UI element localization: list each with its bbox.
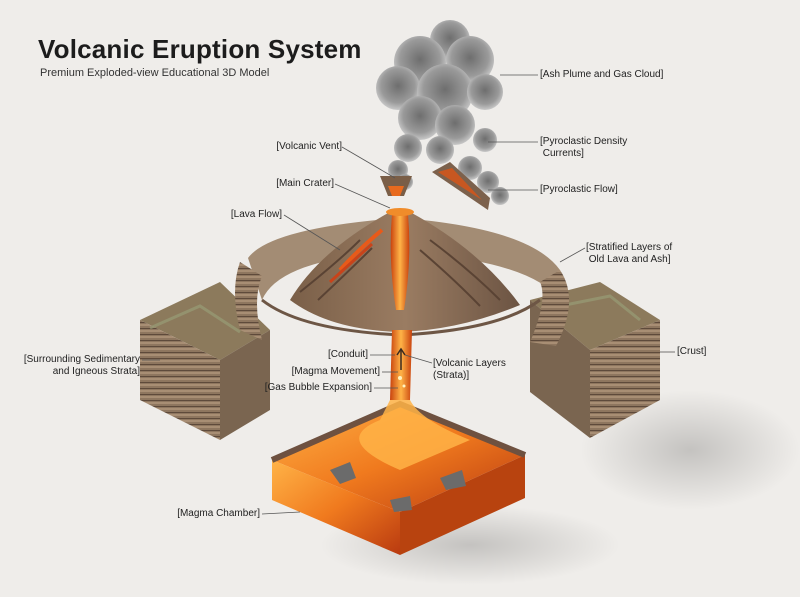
stratified-ring	[235, 218, 570, 346]
label-lava-flow: [Lava Flow]	[230, 209, 282, 220]
leader-lines	[142, 74, 675, 515]
label-main-crater: [Main Crater]	[276, 178, 334, 189]
label-conduit: [Conduit]	[327, 349, 368, 360]
ash-plume-smoke	[376, 20, 509, 205]
main-crater	[386, 208, 414, 216]
label-stratified-layers: [Stratified Layers of Old Lava and Ash]	[586, 242, 673, 265]
lava-flow-stream	[390, 214, 410, 310]
label-pyroclastic-density: [Pyroclastic Density Currents]	[540, 136, 628, 159]
magma-chamber-block	[270, 400, 527, 555]
page-title: Volcanic Eruption System	[38, 34, 362, 64]
label-pyroclastic-flow: [Pyroclastic Flow]	[540, 184, 618, 195]
label-magma-movement: [Magma Movement]	[291, 366, 380, 377]
label-gas-bubble: [Gas Bubble Expansion]	[264, 382, 372, 393]
label-crust: [Crust]	[677, 346, 707, 357]
label-ash-plume: [Ash Plume and Gas Cloud]	[540, 69, 664, 80]
label-volcanic-layers: [Volcanic Layers (Strata)]	[433, 358, 506, 381]
label-surrounding-strata: [Surrounding Sedimentary and Igneous Str…	[23, 354, 140, 377]
page-subtitle: Premium Exploded-view Educational 3D Mod…	[40, 67, 270, 79]
ground-shadow	[580, 390, 800, 510]
label-magma-chamber: [Magma Chamber]	[177, 508, 260, 519]
label-volcanic-vent: [Volcanic Vent]	[276, 141, 342, 152]
